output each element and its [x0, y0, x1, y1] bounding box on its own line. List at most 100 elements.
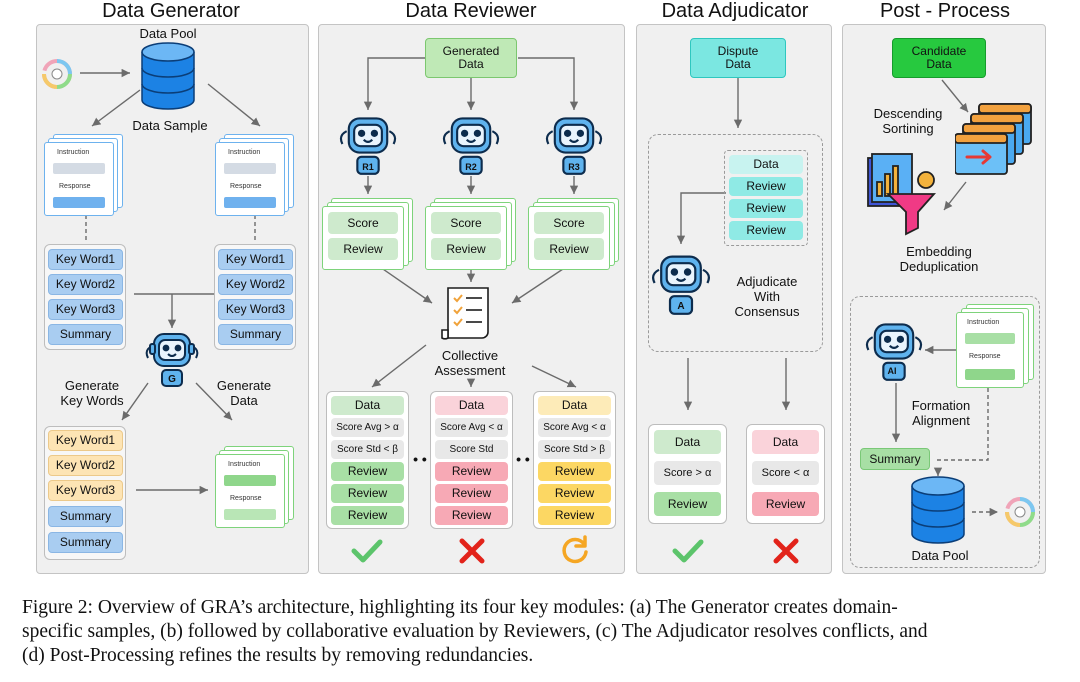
cycle-icon [1005, 497, 1035, 527]
result-review-row: Review [331, 484, 404, 503]
result-review-row: Review [331, 506, 404, 525]
result-data-head: Data [538, 396, 611, 415]
card-instruction-label: Instruction [967, 319, 1000, 326]
result-score-row: Score Avg > α [331, 418, 404, 437]
collective-line1: Collective [441, 348, 499, 363]
database-icon [911, 476, 965, 544]
dispute-data-box: Dispute Data [690, 38, 786, 78]
refresh-icon [562, 535, 588, 564]
reviewer-title: Data Reviewer [405, 0, 537, 22]
ellipsis: • • [516, 451, 530, 467]
embedding-label: Embedding Deduplication [884, 244, 994, 274]
result-review-row: Review [538, 506, 611, 525]
robot-icon [545, 117, 603, 175]
result-score-row: Score > α [654, 461, 721, 485]
adjudicate-line3: Consensus [734, 304, 800, 319]
summary-item: Summary [48, 506, 123, 527]
keyword-item: Key Word2 [48, 455, 123, 476]
result-review-row: Review [538, 484, 611, 503]
result-data-head: Data [435, 396, 508, 415]
robot-label-g: G [168, 374, 176, 385]
summary-item: Summary [48, 532, 123, 553]
reviewer-robot-3: R3 [544, 112, 604, 176]
alignment-area [850, 296, 1040, 568]
generate-keywords-line1: Generate [64, 378, 120, 393]
result-review-row: Review [435, 462, 508, 481]
sample-card-right: Instruction Response [215, 142, 285, 216]
card-field [53, 197, 105, 208]
adjudication-area [648, 134, 823, 352]
generated-card: Instruction Response [215, 454, 285, 528]
embedding-line1: Embedding [906, 244, 972, 259]
database-icon [141, 42, 195, 110]
data-pool-label: Data Pool [139, 26, 197, 41]
card-field [224, 197, 276, 208]
funnel-chart-icon [867, 153, 937, 236]
candidate-data-line1: Candidate [911, 44, 967, 58]
embedding-line2: Deduplication [899, 259, 979, 274]
check-icon [672, 539, 704, 563]
robot-label-a: A [677, 301, 685, 312]
adjudicate-line2: With [754, 289, 780, 304]
keyword-item: Key Word1 [48, 430, 123, 451]
generate-data-line1: Generate [216, 378, 272, 393]
result-score-row: Score Avg < α [538, 418, 611, 437]
card-response-label: Response [969, 353, 1001, 360]
dispute-stack-data: Data [729, 155, 803, 174]
formation-line1: Formation [911, 398, 971, 413]
result-review-row: Review [435, 484, 508, 503]
dispute-data-line1: Dispute [717, 44, 759, 58]
ellipsis: • • [413, 451, 427, 467]
keyword-item: Key Word1 [48, 249, 123, 270]
result-data-head: Data [752, 430, 819, 454]
figure-caption: Figure 2: Overview of GRA’s architecture… [22, 596, 1062, 668]
generate-keywords-label: Generate Key Words [52, 378, 132, 408]
keyword-item: Key Word3 [48, 480, 123, 501]
cycle-icon [42, 59, 72, 89]
robot-icon [339, 117, 397, 175]
dispute-data-line2: Data [725, 57, 751, 71]
card-instruction-label: Instruction [57, 149, 90, 156]
robot-label-r1: R1 [362, 162, 374, 172]
generated-data-box: Generated Data [425, 38, 517, 78]
result-score-row: Score Std > β [538, 440, 611, 459]
collective-assessment-label: Collective Assessment [420, 348, 520, 378]
dispute-stack-review: Review [729, 199, 803, 218]
card-field [53, 163, 105, 174]
card-field [965, 333, 1015, 344]
aligned-card: Instruction Response [956, 312, 1024, 388]
dispute-stack-box [724, 150, 808, 246]
review-item: Review [534, 238, 604, 260]
robot-icon [145, 333, 199, 387]
sample-card-left: Instruction Response [44, 142, 114, 216]
score-item: Score [431, 212, 501, 234]
keyword-item: Key Word1 [218, 249, 293, 270]
card-field [224, 163, 276, 174]
robot-label-ai: AI [887, 366, 897, 376]
card-field [965, 369, 1015, 380]
formation-line2: Alignment [912, 413, 970, 428]
keyword-item: Key Word2 [48, 274, 123, 295]
reviewer-robot-1: R1 [338, 112, 398, 176]
score-item: Score [328, 212, 398, 234]
review-item: Review [328, 238, 398, 260]
keyword-item: Key Word3 [218, 299, 293, 320]
keyword-item: Key Word3 [48, 299, 123, 320]
generate-data-label: Generate Data [204, 378, 284, 408]
generator-title: Data Generator [102, 0, 240, 22]
robot-label-r3: R3 [568, 162, 580, 172]
summary-item: Summary [218, 324, 293, 345]
candidate-data-line2: Data [926, 57, 952, 71]
card-field [224, 475, 276, 486]
result-review-row: Review [331, 462, 404, 481]
result-review-row: Review [435, 506, 508, 525]
descending-line2: Sortining [882, 121, 934, 136]
check-icon [351, 539, 383, 563]
data-sample-label: Data Sample [132, 118, 208, 133]
generate-keywords-line2: Key Words [60, 393, 124, 408]
card-instruction-label: Instruction [228, 461, 261, 468]
collective-line2: Assessment [434, 363, 506, 378]
result-score-row: Score Avg < α [435, 418, 508, 437]
review-item: Review [431, 238, 501, 260]
